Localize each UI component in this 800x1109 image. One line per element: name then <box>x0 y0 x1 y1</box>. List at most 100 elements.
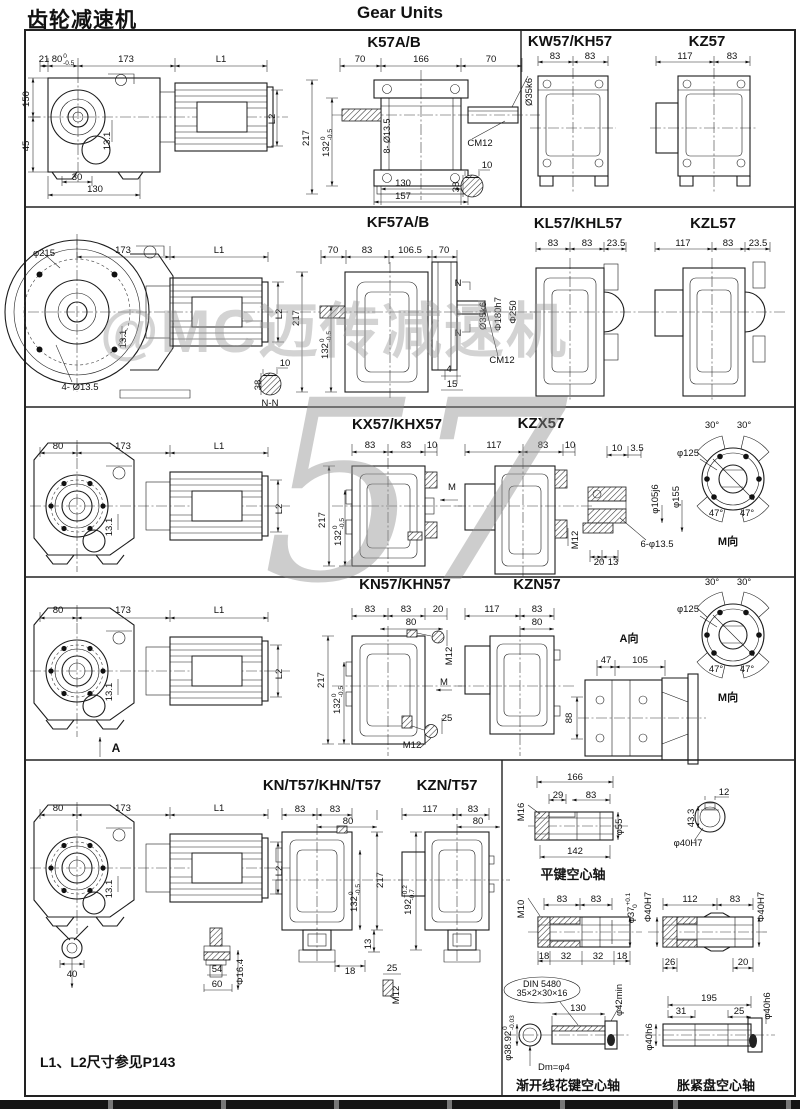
drawing-row5-left <box>30 802 290 934</box>
dim-row5-shaft_key-d43_3: 43.3 <box>686 809 697 828</box>
dim-row5-shaft_key-d40h7: φ40H7 <box>674 838 703 849</box>
dim-row3-section-d13: 13 <box>608 557 619 568</box>
dim-row4-kn57-m12a: M12 <box>444 647 455 665</box>
dim-row3-kx57-d83b: 83 <box>401 440 412 451</box>
dim-row2-left-dL1: L1 <box>214 245 225 256</box>
dim-row2-left-key38: 38 <box>253 380 264 391</box>
dim-row2-kzl57-title: KZL57 <box>690 215 736 232</box>
drawing-row4-left <box>30 605 290 737</box>
dim-row1-left-d13_1: 13.1 <box>102 132 113 151</box>
dim-row5-shaft_key-d12: 12 <box>719 787 730 798</box>
dim-row1-k57-d130: 130 <box>395 178 411 189</box>
dim-row5-knt57-d83a: 83 <box>295 804 306 815</box>
dim-row1-kz57-title: KZ57 <box>689 33 726 50</box>
dim-row1-kw57-d83a: 83 <box>550 51 561 62</box>
dim-row4-mview-a47a: 47° <box>709 664 724 675</box>
dim-row5-shaft_spline_a-d32b: 32 <box>593 951 604 962</box>
drawing-row4-aview <box>578 660 706 765</box>
dim-row4-kn57-d83a: 83 <box>365 604 376 615</box>
dim-row1-k57-d70b: 70 <box>486 54 497 65</box>
dim-row2-kf57-d70a: 70 <box>328 245 339 256</box>
dim-row5-shaft_involute-d130: 130 <box>570 1003 586 1014</box>
drawing-kz57 <box>650 56 758 192</box>
dim-row5-shaft_key-d83: 83 <box>586 790 597 801</box>
dim-row2-kf57-title: KF57A/B <box>367 214 430 231</box>
dim-row4-mview-label: M向 <box>718 690 738 704</box>
dim-row1-kz57-d83: 83 <box>727 51 738 62</box>
drawing-kzl57 <box>648 242 785 402</box>
drawing-kx57 <box>323 444 462 572</box>
dim-row5-shaft_key-d166: 166 <box>567 772 583 783</box>
dim-row4-mview-d125: φ125 <box>677 604 699 615</box>
dim-row4-left-d173: 173 <box>115 605 131 616</box>
dim-row3-kx57-d10: 10 <box>427 440 438 451</box>
dim-row4-kn57-d83b: 83 <box>401 604 412 615</box>
dim-row2-kf57-d83: 83 <box>362 245 373 256</box>
dim-row5-shaft_key-d55: φ55 <box>614 819 625 836</box>
dim-row5-shaft_shrink-caption: 胀紧盘空心轴 <box>677 1078 755 1093</box>
dim-row1-left-dL2: L2 <box>267 114 278 125</box>
dim-row5-shaft_shrink-d25: 25 <box>734 1006 745 1017</box>
drawing-shaft-spline-a <box>527 897 642 965</box>
dim-row4-kzn57-title: KZN57 <box>513 576 561 593</box>
dim-row5-kznt57-d83: 83 <box>468 804 479 815</box>
dim-row5-shaft_key-m16: M16 <box>516 803 527 821</box>
dim-row5-shaft_shrink-d40h6b: φ40h6 <box>762 992 773 1019</box>
dim-row5-knt57-d13: 13 <box>363 939 374 950</box>
dim-row3-section-d6_13_5: 6-φ13.5 <box>640 539 673 550</box>
dim-row2-left-d4_13_5: 4- Ø13.5 <box>62 382 99 393</box>
dim-row1-k57-d8_13_5: 8- Ø13.5 <box>382 118 392 153</box>
dim-row1-kw57-title: KW57/KH57 <box>528 33 612 50</box>
dim-row4-kn57-d132: 1320-0.5 <box>331 686 345 714</box>
dim-row5-shaft_key-d142: 142 <box>567 846 583 857</box>
drawing-kzx57 <box>455 444 592 578</box>
dim-row1-k57-title: K57A/B <box>367 34 421 51</box>
dim-row4-kn57-d20: 20 <box>433 604 444 615</box>
dim-row2-kl57-title: KL57/KHL57 <box>534 215 622 232</box>
dim-row4-kzn57-d88: 88 <box>564 713 575 724</box>
drawing-row3-left <box>30 440 290 572</box>
dim-row5-knt57-d83b: 83 <box>330 804 341 815</box>
dim-row5-left-d173: 173 <box>115 803 131 814</box>
drawing-row4-mview <box>696 591 770 679</box>
dim-row1-left-d45: 45 <box>21 141 32 152</box>
dim-row5-shaft_involute-d42min: φ42min <box>614 984 625 1016</box>
dim-row1-k57-key38: 38 <box>451 182 462 193</box>
dim-row3-section-d3_5: 3.5 <box>630 443 643 454</box>
drawing-row5-left-mount <box>55 925 240 992</box>
dim-row4-aview-d47: 47 <box>601 655 612 666</box>
dim-row3-left-dL1: L1 <box>214 441 225 452</box>
drawing-knt57 <box>272 808 401 1001</box>
dim-row4-kn57-d217: 217 <box>316 672 327 688</box>
dim-row3-kzx57-d83: 83 <box>538 440 549 451</box>
dim-row3-section-d105j6: φ105j6 <box>650 484 661 513</box>
dim-row5-left-d54: 54 <box>212 964 223 975</box>
dim-row3-mview-label: M向 <box>718 534 738 548</box>
dim-row3-mview-d125: φ125 <box>677 448 699 459</box>
dim-row3-kx57-m: M <box>448 482 456 493</box>
dim-row3-section-d155: φ155 <box>671 486 682 508</box>
dim-row3-left-d173: 173 <box>115 441 131 452</box>
dim-row2-left-d13_1: 13.1 <box>118 330 129 349</box>
dim-row4-left-d80: 80 <box>53 605 64 616</box>
dim-row5-shaft_spline_a-m10: M10 <box>516 900 527 918</box>
dim-row4-mview-a30a: 30° <box>705 577 720 588</box>
dim-row1-k57-d70a: 70 <box>355 54 366 65</box>
drawing-shaft-involute <box>503 976 630 1066</box>
dim-row2-left-dL2: L2 <box>274 309 285 320</box>
dim-row3-mview-a30b: 30° <box>737 420 752 431</box>
dim-row2-kzl57-d83: 83 <box>723 238 734 249</box>
dim-row5-left-d80: 80 <box>53 803 64 814</box>
dim-row5-knt57-title: KN/T57/KHN/T57 <box>263 777 381 794</box>
dim-row3-section-d10: 10 <box>612 443 623 454</box>
dim-row3-kzx57-d117: 117 <box>486 440 501 451</box>
dim-row3-left-d80: 80 <box>53 441 64 452</box>
drawing-row2-left <box>4 234 288 399</box>
dim-row2-kzl57-d117: 117 <box>675 238 690 249</box>
dim-row3-kx57-d132: 1320-0.5 <box>332 518 346 546</box>
dim-row5-knt57-d217: 217 <box>375 872 386 888</box>
dim-row5-kznt57-d117: 117 <box>422 804 437 815</box>
dim-row1-kw57-d83b: 83 <box>585 51 596 62</box>
dim-row1-k57-d157: 157 <box>395 191 411 202</box>
dim-row1-left-dL1: L1 <box>216 54 227 65</box>
